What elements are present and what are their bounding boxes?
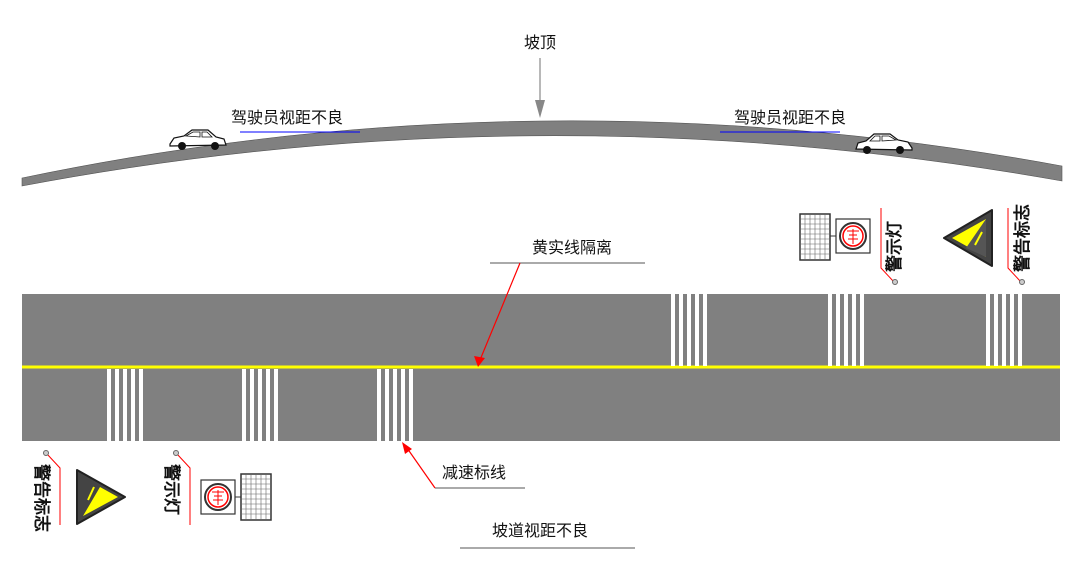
leader-arrow-head <box>402 442 412 454</box>
poor-sight-right-label: 驾驶员视距不良 <box>734 108 846 127</box>
warning-light-bottom-label: 警示灯 <box>161 463 182 515</box>
yellow-line-label: 黄实线隔离 <box>532 238 612 257</box>
speed-marking-leader <box>406 447 436 489</box>
warning-sign-icon <box>943 209 993 267</box>
speed-marking-label: 减速标线 <box>442 463 506 482</box>
leader-line <box>176 453 191 525</box>
solar-panel-icon <box>799 213 831 261</box>
slope-profile-road <box>21 120 1063 187</box>
warning-sign-top-label: 警告标志 <box>1012 204 1033 273</box>
warning-sign-bottom-label: 警告标志 <box>31 463 52 532</box>
speed-bump-markings <box>105 294 1022 441</box>
leader-arrow-head <box>474 356 485 367</box>
speed-marking-group <box>377 369 413 441</box>
poor-sight-left-label: 驾驶员视距不良 <box>231 108 343 127</box>
speed-marking-group <box>671 294 707 366</box>
leader-line <box>1007 208 1022 283</box>
solar-panel-icon <box>240 473 272 521</box>
speed-marking-group <box>986 294 1022 366</box>
yellow-line-leader <box>479 262 521 361</box>
speed-marking-group <box>828 294 864 366</box>
crest-label: 坡顶 <box>524 33 556 52</box>
speed-marking-group <box>242 369 278 441</box>
slope-poor-sight-label: 坡道视距不良 <box>492 521 588 540</box>
warning-light-icon <box>200 479 236 515</box>
warning-light-top-label: 警示灯 <box>884 221 905 273</box>
speed-marking-group <box>105 369 143 441</box>
warning-sign-icon <box>76 469 126 525</box>
leader-line <box>46 453 61 525</box>
warning-light-icon <box>835 218 871 254</box>
crest-arrow-head <box>535 100 545 118</box>
leader-line <box>880 208 895 283</box>
